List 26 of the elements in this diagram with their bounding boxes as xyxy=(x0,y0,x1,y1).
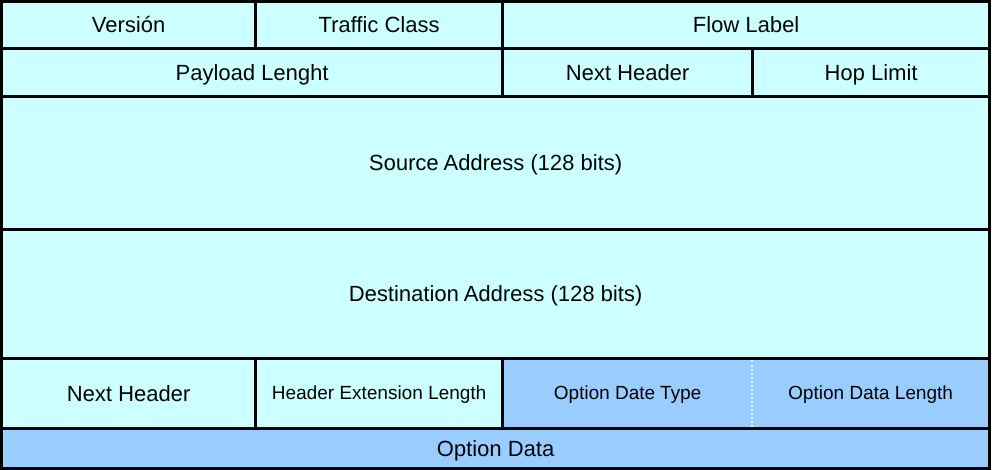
field-label: Payload Lenght xyxy=(176,58,328,86)
field-label: Versión xyxy=(92,11,166,39)
field-label: Next Header xyxy=(566,58,690,86)
field-cell xyxy=(3,430,988,467)
field-cell xyxy=(257,360,501,427)
field-cell xyxy=(3,50,501,95)
field-label: Destination Address (128 bits) xyxy=(348,280,642,308)
field-cell xyxy=(504,50,751,95)
field-label: Option Date Type xyxy=(554,382,702,406)
field-label: Hop Limit xyxy=(824,58,918,86)
field-cell xyxy=(504,3,988,47)
field-cell xyxy=(504,360,751,427)
field-cell xyxy=(3,3,254,47)
field-cell xyxy=(754,50,988,95)
field-label: Header Extension Length xyxy=(272,382,486,406)
field-cell xyxy=(3,231,988,357)
field-cell xyxy=(3,98,988,228)
field-label: Option Data Length xyxy=(788,382,953,406)
field-label: Next Header xyxy=(66,380,190,408)
field-cell xyxy=(257,3,501,47)
field-label: Flow Label xyxy=(692,11,800,39)
field-label: Traffic Class xyxy=(318,11,440,39)
field-label: Source Address (128 bits) xyxy=(368,149,622,177)
field-cell xyxy=(3,360,254,427)
field-cell xyxy=(751,360,988,427)
field-label: Option Data xyxy=(436,434,554,462)
